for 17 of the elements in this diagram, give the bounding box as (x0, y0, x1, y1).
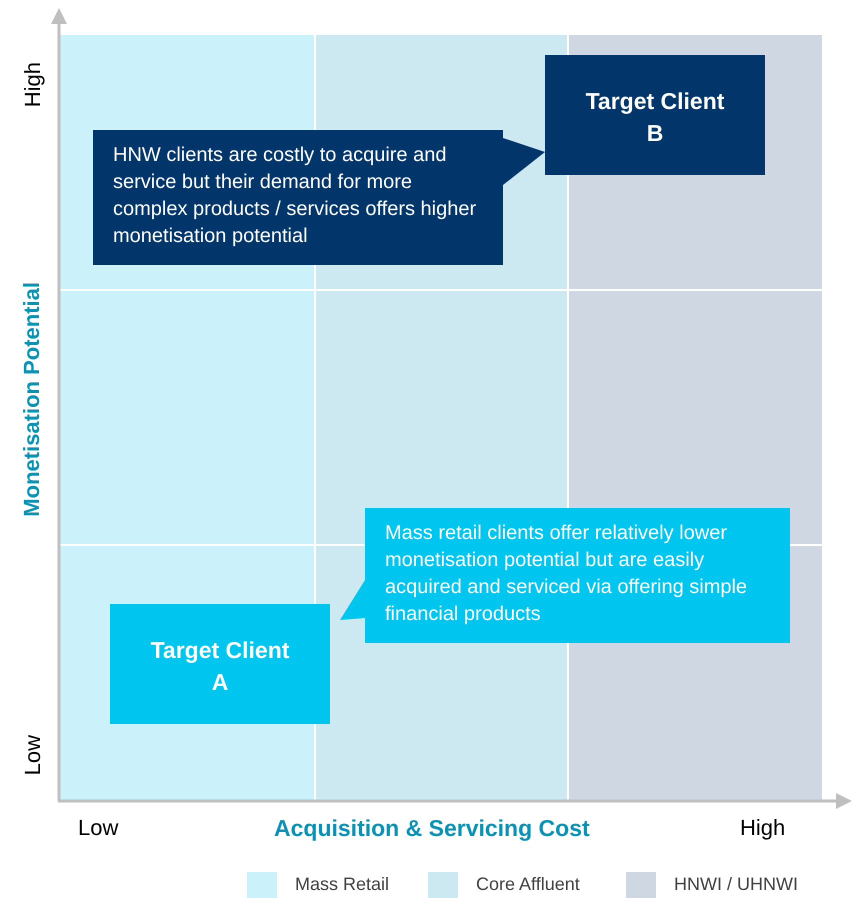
legend-label: Mass Retail (295, 874, 390, 895)
legend-label: Core Affluent (476, 874, 580, 895)
axis-title: Monetisation Potential (19, 282, 45, 517)
callout-text: Mass retail clients offer relatively lower monetisation potential but are easily acquired and serviced via offering simple financial products (385, 521, 748, 627)
axis-title: Acquisition & Servicing Cost (274, 815, 590, 842)
axis-tick-label: High (740, 815, 786, 841)
axis-tick-label: Low (20, 735, 46, 776)
axis-tick-label: High (20, 62, 46, 108)
callout-box (93, 130, 545, 265)
callout-text: HNW clients are costly to acquire and service but their demand for more complex products / services offers higher monetisation potential (113, 143, 478, 249)
callout-box (340, 508, 790, 643)
legend-label: HNWI / UHNWI (674, 874, 798, 895)
client-label: Target Client B (584, 87, 726, 148)
client-box (110, 604, 330, 724)
client-box (545, 55, 765, 175)
client-label: Target Client A (150, 636, 290, 697)
axis-tick-label: Low (78, 815, 118, 841)
